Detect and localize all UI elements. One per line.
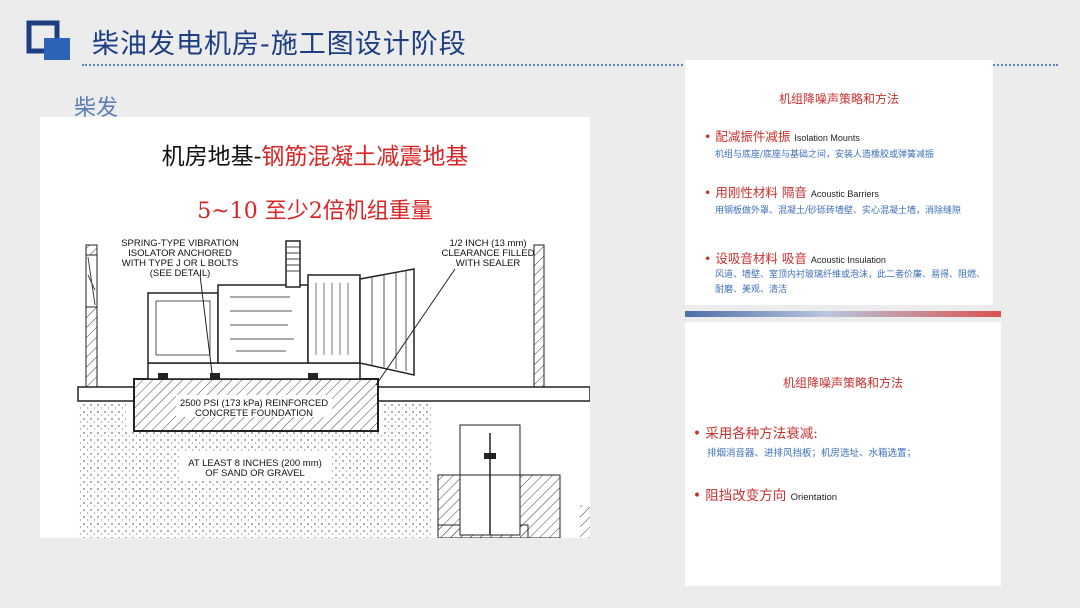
noise-strategy-card-top: 机组降噪声策略和方法 • 配减振件减振 Isolation Mounts 机组与…: [685, 60, 993, 305]
card-bottom-item-1-zh: • 采用各种方法衰减:: [693, 426, 818, 442]
label-concrete-foundation: 2500 PSI (173 kPa) REINFORCED CONCRETE F…: [179, 398, 329, 419]
card-top-item-2: • 用刚性材料 隔音 Acoustic Barriers: [704, 182, 879, 201]
card-top-item-2-desc: 用钢板做外罩、混凝土/砂砾砖墙壁、实心混凝土墙，消除缝隙: [715, 206, 962, 216]
card-bottom-item-2-zh: • 阻挡改变方向: [693, 488, 787, 504]
noise-strategy-card-bottom: 机组降噪声策略和方法 • 采用各种方法衰减: 排烟消音器、进排风挡板；机房选址、…: [685, 322, 1001, 586]
drawing-heading: 机房地基-钢筋混凝土减震地基: [40, 137, 590, 171]
foundation-drawing-panel: 机房地基-钢筋混凝土减震地基 5~10 至少2倍机组重量: [40, 117, 590, 538]
card-bottom-item-1-desc: 排烟消音器、进排风挡板；机房选址、水箱选置；: [707, 448, 917, 459]
floor-slab-right: [377, 386, 590, 402]
card-top-item-1-en: Isolation Mounts: [794, 133, 860, 143]
isolator-right: [308, 373, 318, 379]
label-sand-gravel: AT LEAST 8 INCHES (200 mm) OF SAND OR GR…: [188, 458, 322, 479]
drawing-heading-black: 机房地基-: [161, 144, 262, 170]
generator-alternator: [147, 292, 219, 364]
card-top-title: 机组降噪声策略和方法: [778, 92, 899, 106]
card-top-item-1: • 配减振件减振 Isolation Mounts: [704, 126, 860, 145]
drawing-heading-red: 钢筋混凝土减震地基: [261, 144, 469, 170]
card-bottom-item-2: • 阻挡改变方向 Orientation: [693, 484, 837, 504]
label-spring-isolator: SPRING-TYPE VIBRATION ISOLATOR ANCHORED …: [121, 238, 239, 279]
title-divider: [82, 64, 1058, 66]
drawing-subheading: 5~10 至少2倍机组重量: [197, 199, 433, 224]
exhaust-pipe: [285, 240, 301, 288]
page-title: 柴油发电机房-施工图设计阶段: [92, 29, 467, 60]
card-top-item-1-zh: • 配减振件减振: [704, 129, 791, 144]
card-bottom-title: 机组降噪声策略和方法: [782, 376, 903, 390]
section-subtitle: 柴发: [74, 96, 119, 121]
card-bottom-item-1: • 采用各种方法衰减:: [693, 422, 818, 442]
wall-right: [533, 244, 545, 388]
card-bottom-item-2-en: Orientation: [790, 492, 838, 503]
generator-base: [147, 362, 361, 380]
card-top-item-2-en: Acoustic Barriers: [810, 189, 879, 199]
card-top-item-3-en: Acoustic Insulation: [810, 255, 886, 265]
card-top-item-3-zh: • 设吸音材料 吸音: [704, 251, 807, 266]
logo-icon: [26, 20, 70, 60]
isolator-mid: [210, 373, 220, 379]
isolator-left: [158, 373, 168, 379]
foundation-diagram: [77, 240, 590, 538]
floor-slab-left: [77, 386, 135, 402]
card-divider: [685, 311, 1001, 317]
card-top-item-2-zh: • 用刚性材料 隔音: [704, 185, 807, 200]
card-top-item-3: • 设吸音材料 吸音 Acoustic Insulation: [704, 248, 886, 267]
card-top-item-3-desc: 风道、墙壁、室顶内衬玻璃纤维或泡沫，此二者价廉、易得、阻燃、耐磨、美观、清洁: [715, 270, 986, 295]
card-top-item-1-desc: 机组与底座/底座与基础之间，安装人造橡胶或弹簧减振: [715, 150, 935, 160]
label-clearance: 1/2 INCH (13 mm) CLEARANCE FILLED WITH S…: [441, 238, 535, 269]
wall-left: [85, 244, 98, 388]
